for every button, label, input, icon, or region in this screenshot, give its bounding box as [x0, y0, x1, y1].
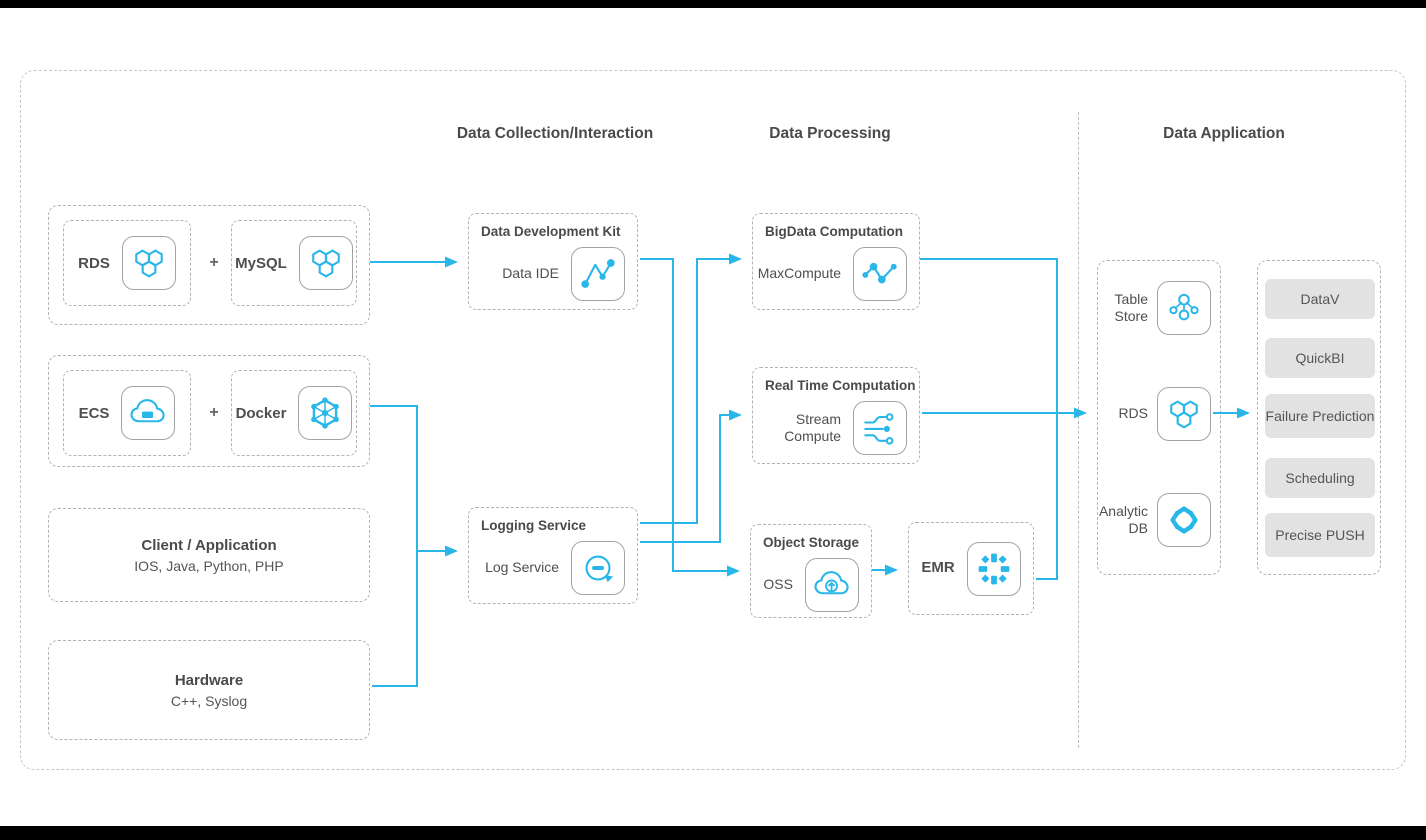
rds-node: RDS [63, 220, 191, 306]
maxcompute-icon [853, 247, 907, 301]
emr-box: EMR [908, 522, 1034, 615]
analytic-db-label: Analytic DB [1098, 502, 1148, 537]
maxcompute-label: MaxCompute [757, 265, 841, 282]
stream-compute-label: Stream Compute [784, 410, 841, 445]
mysql-db-icon [298, 236, 353, 290]
precise-push-pill: Precise PUSH [1265, 513, 1375, 557]
data-ide-icon [571, 247, 625, 301]
docker-node: Docker [231, 370, 357, 456]
application-stores-column: Table Store RDS Analytic DB [1097, 260, 1221, 575]
table-store-row: Table Store [1098, 279, 1220, 337]
client-application-subtitle: IOS, Java, Python, PHP [134, 557, 284, 574]
quickbi-pill: QuickBI [1265, 338, 1375, 378]
ecs-node: ECS [63, 370, 191, 456]
data-development-kit-box: Data Development Kit Data IDE [468, 213, 638, 310]
mysql-label: MySQL [235, 254, 287, 272]
plus-sign: + [209, 254, 219, 271]
client-application-group: Client / Application IOS, Java, Python, … [48, 508, 370, 602]
diagram-outer-frame [20, 70, 1406, 770]
hardware-title: Hardware [174, 671, 244, 689]
object-storage-box: Object Storage OSS [750, 524, 872, 618]
realtime-title: Real Time Computation [765, 378, 916, 393]
rds-icon [121, 236, 176, 290]
analytic-db-row: Analytic DB [1098, 491, 1220, 549]
rds-mysql-group: RDS + MySQL [48, 205, 370, 325]
failure-prediction-pill: Failure Prediction [1265, 394, 1375, 438]
datav-pill: DataV [1265, 279, 1375, 319]
rds-label: RDS [78, 254, 110, 272]
realtime-computation-box: Real Time Computation Stream Compute [752, 367, 920, 464]
application-rds-label: RDS [1118, 405, 1148, 422]
docker-icon [298, 386, 353, 440]
oss-label: OSS [763, 576, 793, 593]
application-rds-row: RDS [1098, 385, 1220, 443]
bigdata-computation-box: BigData Computation MaxCompute [752, 213, 920, 310]
data-ide-label: Data IDE [502, 265, 559, 282]
hardware-subtitle: C++, Syslog [170, 692, 248, 709]
oss-cloud-icon [805, 558, 859, 612]
emr-icon [966, 541, 1021, 596]
header-data-application: Data Application [1163, 125, 1285, 142]
table-store-label: Table Store [1114, 290, 1148, 325]
log-service-label: Log Service [485, 559, 559, 576]
application-section-divider [1078, 112, 1079, 748]
letterbox-top [0, 0, 1426, 8]
plus-sign: + [209, 404, 219, 421]
bigdata-title: BigData Computation [765, 224, 903, 239]
object-storage-title: Object Storage [763, 535, 860, 550]
emr-label: EMR [921, 559, 955, 577]
ecs-cloud-icon [121, 386, 176, 440]
header-data-processing: Data Processing [769, 125, 891, 142]
analytic-db-icon [1157, 493, 1211, 547]
letterbox-bottom [0, 826, 1426, 840]
ecs-label: ECS [78, 404, 110, 422]
logging-service-title: Logging Service [481, 518, 587, 533]
application-apps-column: DataV QuickBI Failure Prediction Schedul… [1257, 260, 1381, 575]
ddk-title: Data Development Kit [481, 224, 621, 239]
stream-compute-icon [853, 401, 907, 455]
table-store-icon [1157, 281, 1211, 335]
ecs-docker-group: ECS + Docker [48, 355, 370, 467]
log-service-icon [571, 541, 625, 595]
hardware-group: Hardware C++, Syslog [48, 640, 370, 740]
scheduling-pill: Scheduling [1265, 458, 1375, 498]
client-application-title: Client / Application [141, 536, 277, 554]
mysql-node: MySQL [231, 220, 357, 306]
docker-label: Docker [235, 404, 287, 422]
header-data-collection: Data Collection/Interaction [456, 125, 654, 142]
application-rds-icon [1157, 387, 1211, 441]
logging-service-box: Logging Service Log Service [468, 507, 638, 604]
